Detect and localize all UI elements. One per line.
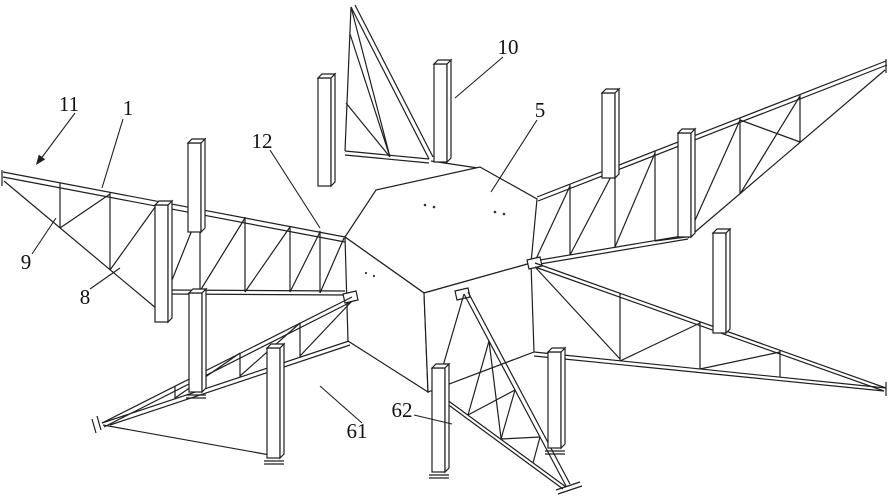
leader-line-9 xyxy=(31,217,57,255)
support-column xyxy=(676,127,697,239)
leader-line-11 xyxy=(39,112,76,161)
leader-line-1 xyxy=(101,118,124,189)
structure-lines xyxy=(1,4,888,495)
figure-label-9: 9 xyxy=(21,250,32,274)
leader-line-5 xyxy=(490,119,538,193)
leader-line-62 xyxy=(413,414,453,425)
support-column xyxy=(153,199,174,324)
central-core xyxy=(344,166,538,394)
support-column xyxy=(429,362,451,479)
support-column xyxy=(545,346,567,455)
support-column xyxy=(186,137,207,234)
truss-arm-right xyxy=(533,262,887,396)
figure-labels: 11 1 9 8 12 10 5 61 62 xyxy=(21,35,546,443)
leader-line-8 xyxy=(89,267,121,290)
figure-label-5: 5 xyxy=(535,98,546,122)
leader-lines xyxy=(31,56,538,425)
figure-label-12: 12 xyxy=(252,129,273,153)
leader-line-61 xyxy=(319,385,363,424)
truss-arm-top xyxy=(344,4,479,169)
truss-arm-lower-left xyxy=(91,296,354,456)
leader-line-10 xyxy=(454,56,504,99)
figure-label-10: 10 xyxy=(498,35,519,59)
figure-label-1: 1 xyxy=(123,96,134,120)
figure-label-11: 11 xyxy=(59,92,79,116)
truss-arm-bottom xyxy=(434,291,583,495)
arrowhead-icon xyxy=(36,154,46,165)
support-columns-front xyxy=(186,227,732,479)
truss-arm-left xyxy=(1,170,346,315)
leader-line-12 xyxy=(269,149,321,229)
support-column xyxy=(264,342,286,465)
support-column xyxy=(600,87,621,180)
support-column xyxy=(186,287,208,399)
support-column xyxy=(711,227,732,335)
support-column xyxy=(316,72,337,188)
truss-arm-upper-right xyxy=(533,59,888,266)
support-columns-back xyxy=(153,58,697,324)
core-surface-marks xyxy=(364,203,506,278)
figure-label-62: 62 xyxy=(392,398,413,422)
figure-label-8: 8 xyxy=(80,285,91,309)
figure-label-61: 61 xyxy=(347,419,368,443)
support-column xyxy=(432,58,453,164)
